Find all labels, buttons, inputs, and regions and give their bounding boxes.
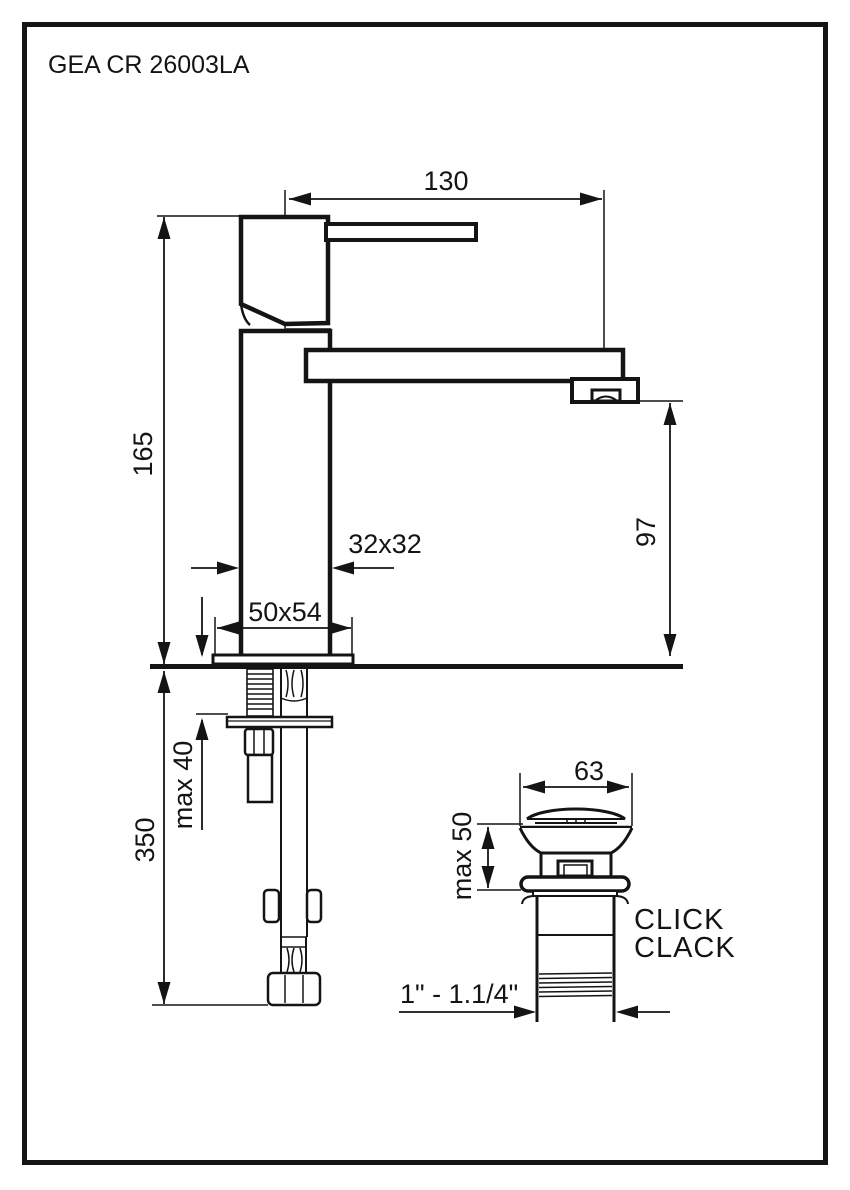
- aerator: [570, 377, 640, 404]
- dim-spout-height-97: [663, 403, 677, 656]
- dim-label-50x54: 50x54: [248, 597, 322, 627]
- drawing-frame-border: [22, 22, 828, 1165]
- drain-collar: [519, 875, 631, 905]
- drain-funnel: [518, 825, 634, 855]
- drain-label-click: CLICK: [634, 904, 724, 936]
- dim-max-deck-40: [195, 597, 209, 830]
- model-title: GEA CR 26003LA: [48, 51, 250, 79]
- dim-drain-thread: [399, 1005, 670, 1019]
- base-plate: [211, 653, 355, 666]
- dim-label-97: 97: [631, 517, 661, 547]
- dim-label-thread: 1" - 1.1/4": [400, 979, 518, 1009]
- dim-drain-cap-63: [523, 780, 629, 794]
- spout: [303, 347, 626, 384]
- faucet-side-view: [150, 190, 683, 1007]
- dim-label-350: 350: [130, 817, 160, 862]
- faucet-head: [238, 214, 331, 330]
- dim-label-max40: max 40: [168, 741, 198, 830]
- dim-body-height-165: [157, 217, 171, 664]
- dim-body-section-32x32: [191, 561, 394, 575]
- drain-tailpiece: [535, 896, 616, 1022]
- mounting-washer: [225, 715, 334, 729]
- dim-spout-reach-130: [289, 192, 602, 206]
- dim-label-32x32: 32x32: [348, 529, 422, 559]
- dim-base-section-50x54: [217, 621, 351, 635]
- dim-label-130: 130: [423, 166, 468, 196]
- dim-label-165: 165: [128, 431, 158, 476]
- mounting-nut: [243, 727, 275, 804]
- dim-drain-max-50: [481, 827, 495, 888]
- hose-wings: [262, 888, 323, 924]
- drain-reference-lines: [477, 773, 633, 891]
- drain-threads: [538, 972, 613, 998]
- dim-hose-length-350: [157, 671, 171, 1004]
- threaded-stud: [246, 668, 274, 717]
- handle-lever: [324, 222, 478, 242]
- supply-hose-top: [280, 669, 308, 717]
- hose-end-nut: [266, 971, 322, 1007]
- hose-braid-end: [280, 946, 307, 974]
- drain-assembly: [477, 773, 634, 1022]
- drain-body: [539, 851, 613, 880]
- supply-hose: [280, 727, 308, 947]
- drain-cap: [526, 807, 626, 824]
- drain-label-clack: CLACK: [634, 932, 736, 964]
- dim-label-max50: max 50: [447, 812, 477, 901]
- dim-label-63: 63: [574, 756, 604, 786]
